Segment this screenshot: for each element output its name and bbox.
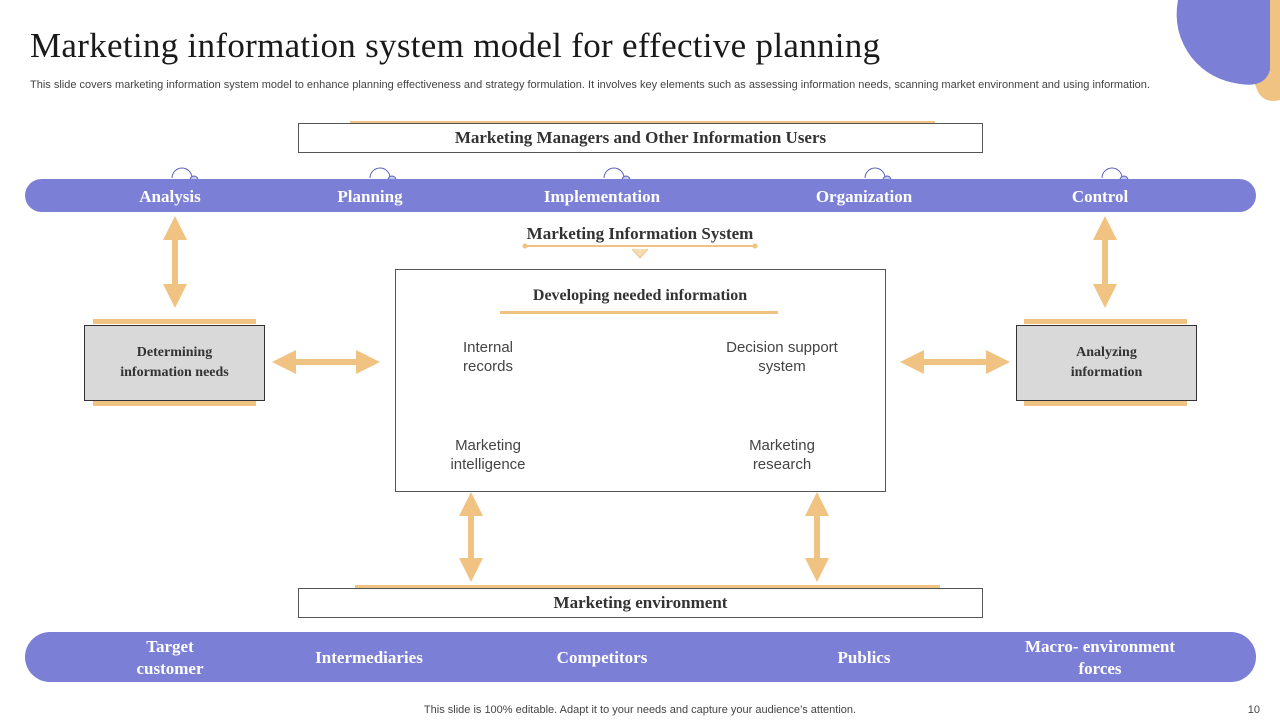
bar-item-implementation: Implementation [543,187,661,206]
information-users-box: Marketing Managers and Other Information… [298,123,983,153]
decision-support-label: Decision support system [726,339,838,375]
marketing-environment-box: Marketing environment [298,588,983,618]
bar-item-target-customer: Target customer [136,637,204,678]
bar-item-competitors: Competitors [556,648,648,667]
page-title: Marketing information system model for e… [30,26,881,65]
bar-item-analysis: Analysis [139,187,201,206]
top-bar [25,179,1256,212]
bar-item-intermediaries: Intermediaries [315,648,423,667]
bar-item-macro-environment: Macro- environment forces [1025,637,1175,678]
mis-label: Marketing Information System [526,224,754,243]
information-users-label: Marketing Managers and Other Information… [454,128,827,147]
determining-needs-label: Determining information needs [120,345,229,380]
bar-item-planning: Planning [337,187,403,206]
corner-decoration [1176,0,1280,101]
bottom-bar [25,632,1256,682]
marketing-research-label: Marketing research [749,437,815,473]
page-subtitle: This slide covers marketing information … [30,79,1150,91]
developing-information-heading: Developing needed information [532,287,748,304]
page-number: 10 [1247,704,1260,716]
internal-records-label: Internal records [462,339,514,375]
developing-information-box [395,269,886,492]
analyzing-information-label: Analyzing information [1070,345,1143,380]
bar-item-organization: Organization [815,187,913,206]
bar-item-publics: Publics [837,648,891,667]
bar-item-control: Control [1071,187,1129,206]
analyzing-information-box: Analyzing information [1016,325,1197,401]
marketing-environment-label: Marketing environment [553,593,728,612]
determining-needs-box: Determining information needs [84,325,265,401]
marketing-intelligence-label: Marketing intelligence [450,437,526,473]
footer-note: This slide is 100% editable. Adapt it to… [423,704,857,716]
